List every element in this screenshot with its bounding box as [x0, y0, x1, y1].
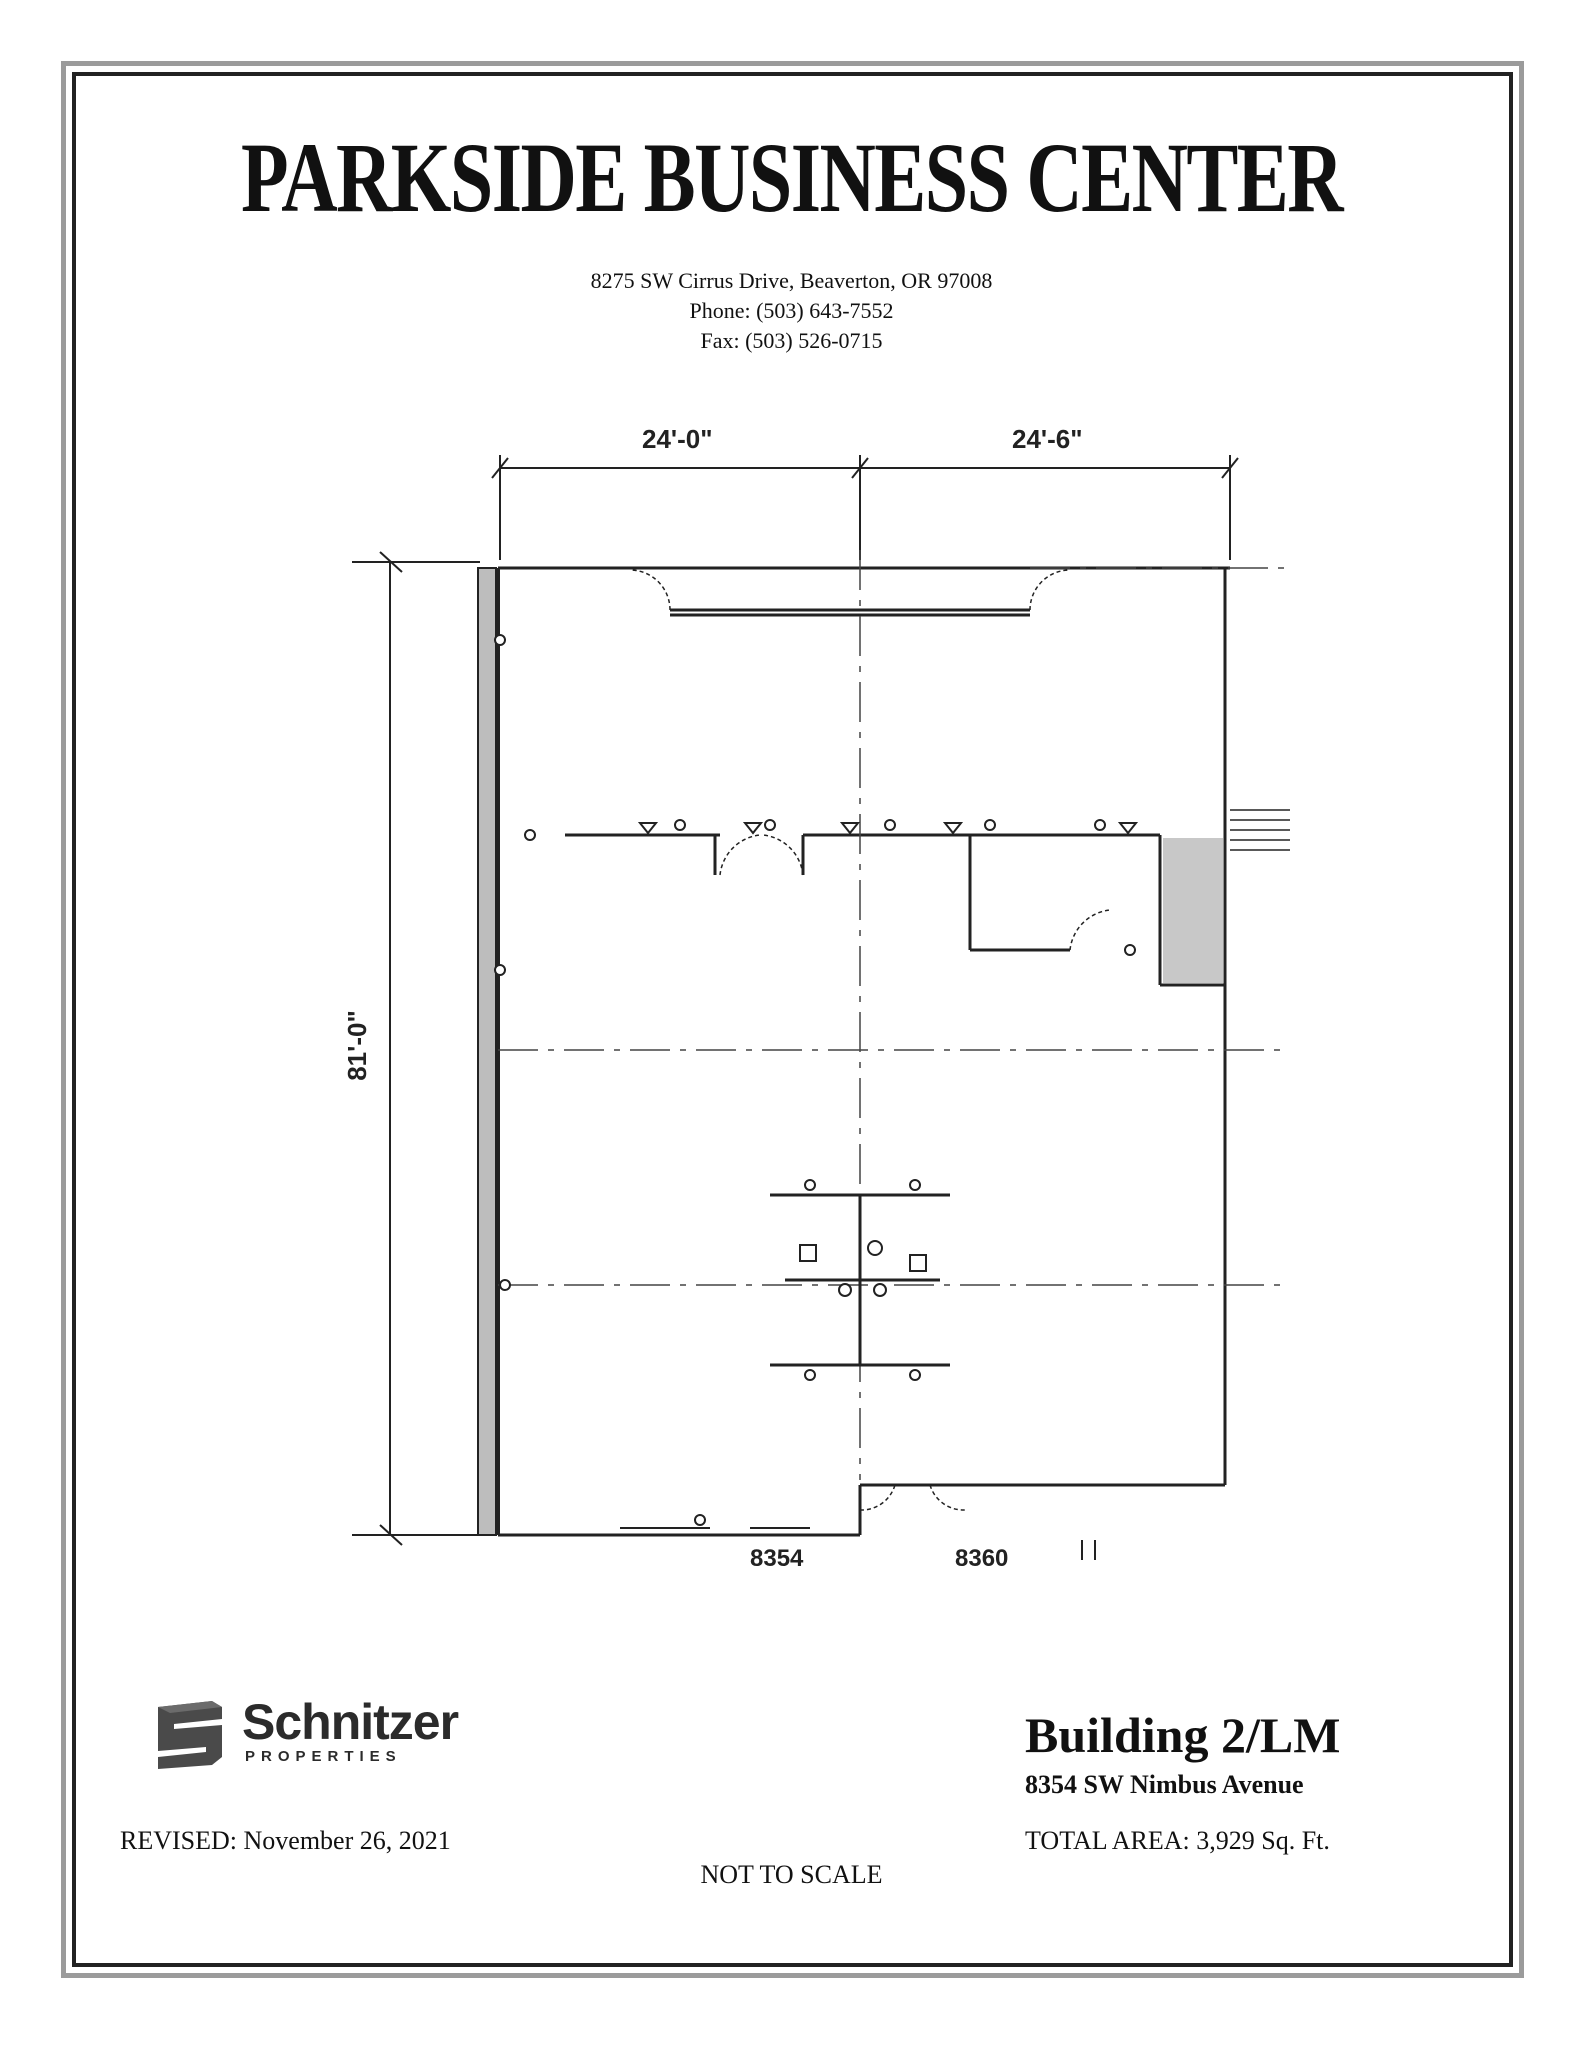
logo-subtitle: PROPERTIES — [245, 1748, 402, 1765]
dim-width-left: 24'-0" — [642, 424, 713, 454]
header-fax: Fax: (503) 526-0715 — [700, 328, 883, 353]
schnitzer-logo: Schnitzer PROPERTIES — [150, 1695, 510, 1775]
page-border-outer — [61, 61, 1524, 1978]
unit-number-8354: 8354 — [750, 1545, 804, 1572]
header-address: 8275 SW Cirrus Drive, Beaverton, OR 9700… — [590, 268, 993, 293]
dim-height: 81'-0" — [341, 1010, 372, 1081]
floor-plan: 24'-0" 24'-6" 81'-0" 8354 8360 — [330, 410, 1290, 1590]
building-name: Building 2/LM — [1025, 1707, 1341, 1763]
schnitzer-logo-icon — [158, 1701, 222, 1769]
page-border-inner — [72, 72, 1513, 1967]
building-address: 8354 SW Nimbus Avenue — [1025, 1770, 1304, 1799]
utility-room — [1163, 838, 1223, 983]
page-title: PARKSIDE BUSINESS CENTER — [240, 122, 1344, 233]
floor-plan-drawing — [352, 455, 1290, 1560]
west-wall — [477, 567, 497, 1536]
scale-note: NOT TO SCALE — [700, 1860, 883, 1889]
dim-width-right: 24'-6" — [1012, 424, 1083, 454]
logo-wordmark: Schnitzer — [242, 1694, 459, 1750]
header-phone: Phone: (503) 643-7552 — [689, 298, 894, 323]
total-area: TOTAL AREA: 3,929 Sq. Ft. — [1025, 1826, 1330, 1855]
revised-date: REVISED: November 26, 2021 — [120, 1826, 451, 1855]
unit-number-8360: 8360 — [955, 1545, 1009, 1572]
